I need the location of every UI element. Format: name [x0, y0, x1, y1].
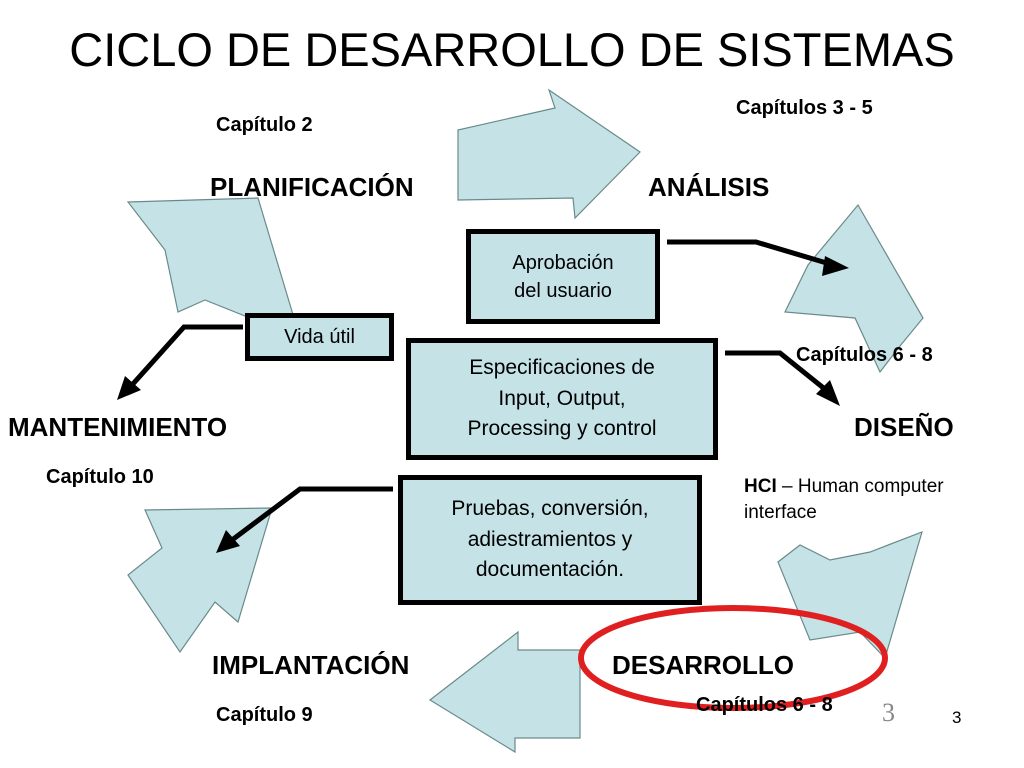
phase-analisis: ANÁLISIS [648, 172, 770, 202]
connector-arrowhead [822, 256, 849, 276]
phase-planificacion: PLANIFICACIÓN [210, 172, 414, 202]
highlight-ellipse [578, 605, 888, 711]
chapter-desarrollo: Capítulos 6 - 8 [696, 694, 833, 716]
slide-number-mark: 3 [882, 698, 895, 727]
connector-pruebas-to-implantacion [230, 486, 393, 542]
chapter-diseno: Capítulos 6 - 8 [796, 344, 933, 366]
connector-aprobacion-to-diseno [667, 239, 831, 267]
connector-especificaciones-to-diseno [725, 350, 828, 392]
hci-abbr: HCI [744, 476, 777, 497]
box-aprobacion-usuario: Aprobación del usuario [466, 229, 660, 324]
phase-mantenimiento: MANTENIMIENTO [8, 412, 228, 442]
phase-desarrollo: DESARROLLO [612, 650, 794, 680]
phase-implantacion: IMPLANTACIÓN [212, 650, 410, 680]
box-especificaciones: Especificaciones de Input, Output, Proce… [406, 338, 718, 460]
phase-diseno: DISEÑO [854, 412, 954, 442]
connector-vida-util-to-mantenimiento [130, 324, 243, 387]
cycle-arrow-planificacion-to-analisis [457, 88, 641, 220]
box-vida-util: Vida útil [245, 313, 394, 361]
slide-title: CICLO DE DESARROLLO DE SISTEMAS [69, 23, 955, 76]
page-number: 3 [952, 708, 962, 727]
cycle-arrow-desarrollo-to-implantacion [428, 630, 581, 754]
connector-arrowhead [216, 530, 240, 553]
connector-arrowhead [117, 376, 141, 400]
hci-note: HCI – Human computer interface [744, 474, 1020, 525]
chapter-planificacion: Capítulo 2 [216, 114, 313, 136]
box-pruebas: Pruebas, conversión, adiestramientos y d… [398, 475, 702, 605]
cycle-arrow-analisis-to-diseno [784, 203, 924, 374]
hci-description: – Human computer interface [744, 476, 944, 523]
cycle-arrow-implantacion-to-mantenimiento [127, 507, 273, 654]
connector-arrowhead [816, 380, 840, 406]
chapter-analisis: Capítulos 3 - 5 [736, 97, 873, 119]
chapter-mantenimiento: Capítulo 10 [46, 466, 154, 488]
cycle-arrow-diseno-to-desarrollo [777, 531, 923, 660]
chapter-implantacion: Capítulo 9 [216, 704, 313, 726]
cycle-arrow-mantenimiento-to-planificacion [126, 197, 295, 319]
